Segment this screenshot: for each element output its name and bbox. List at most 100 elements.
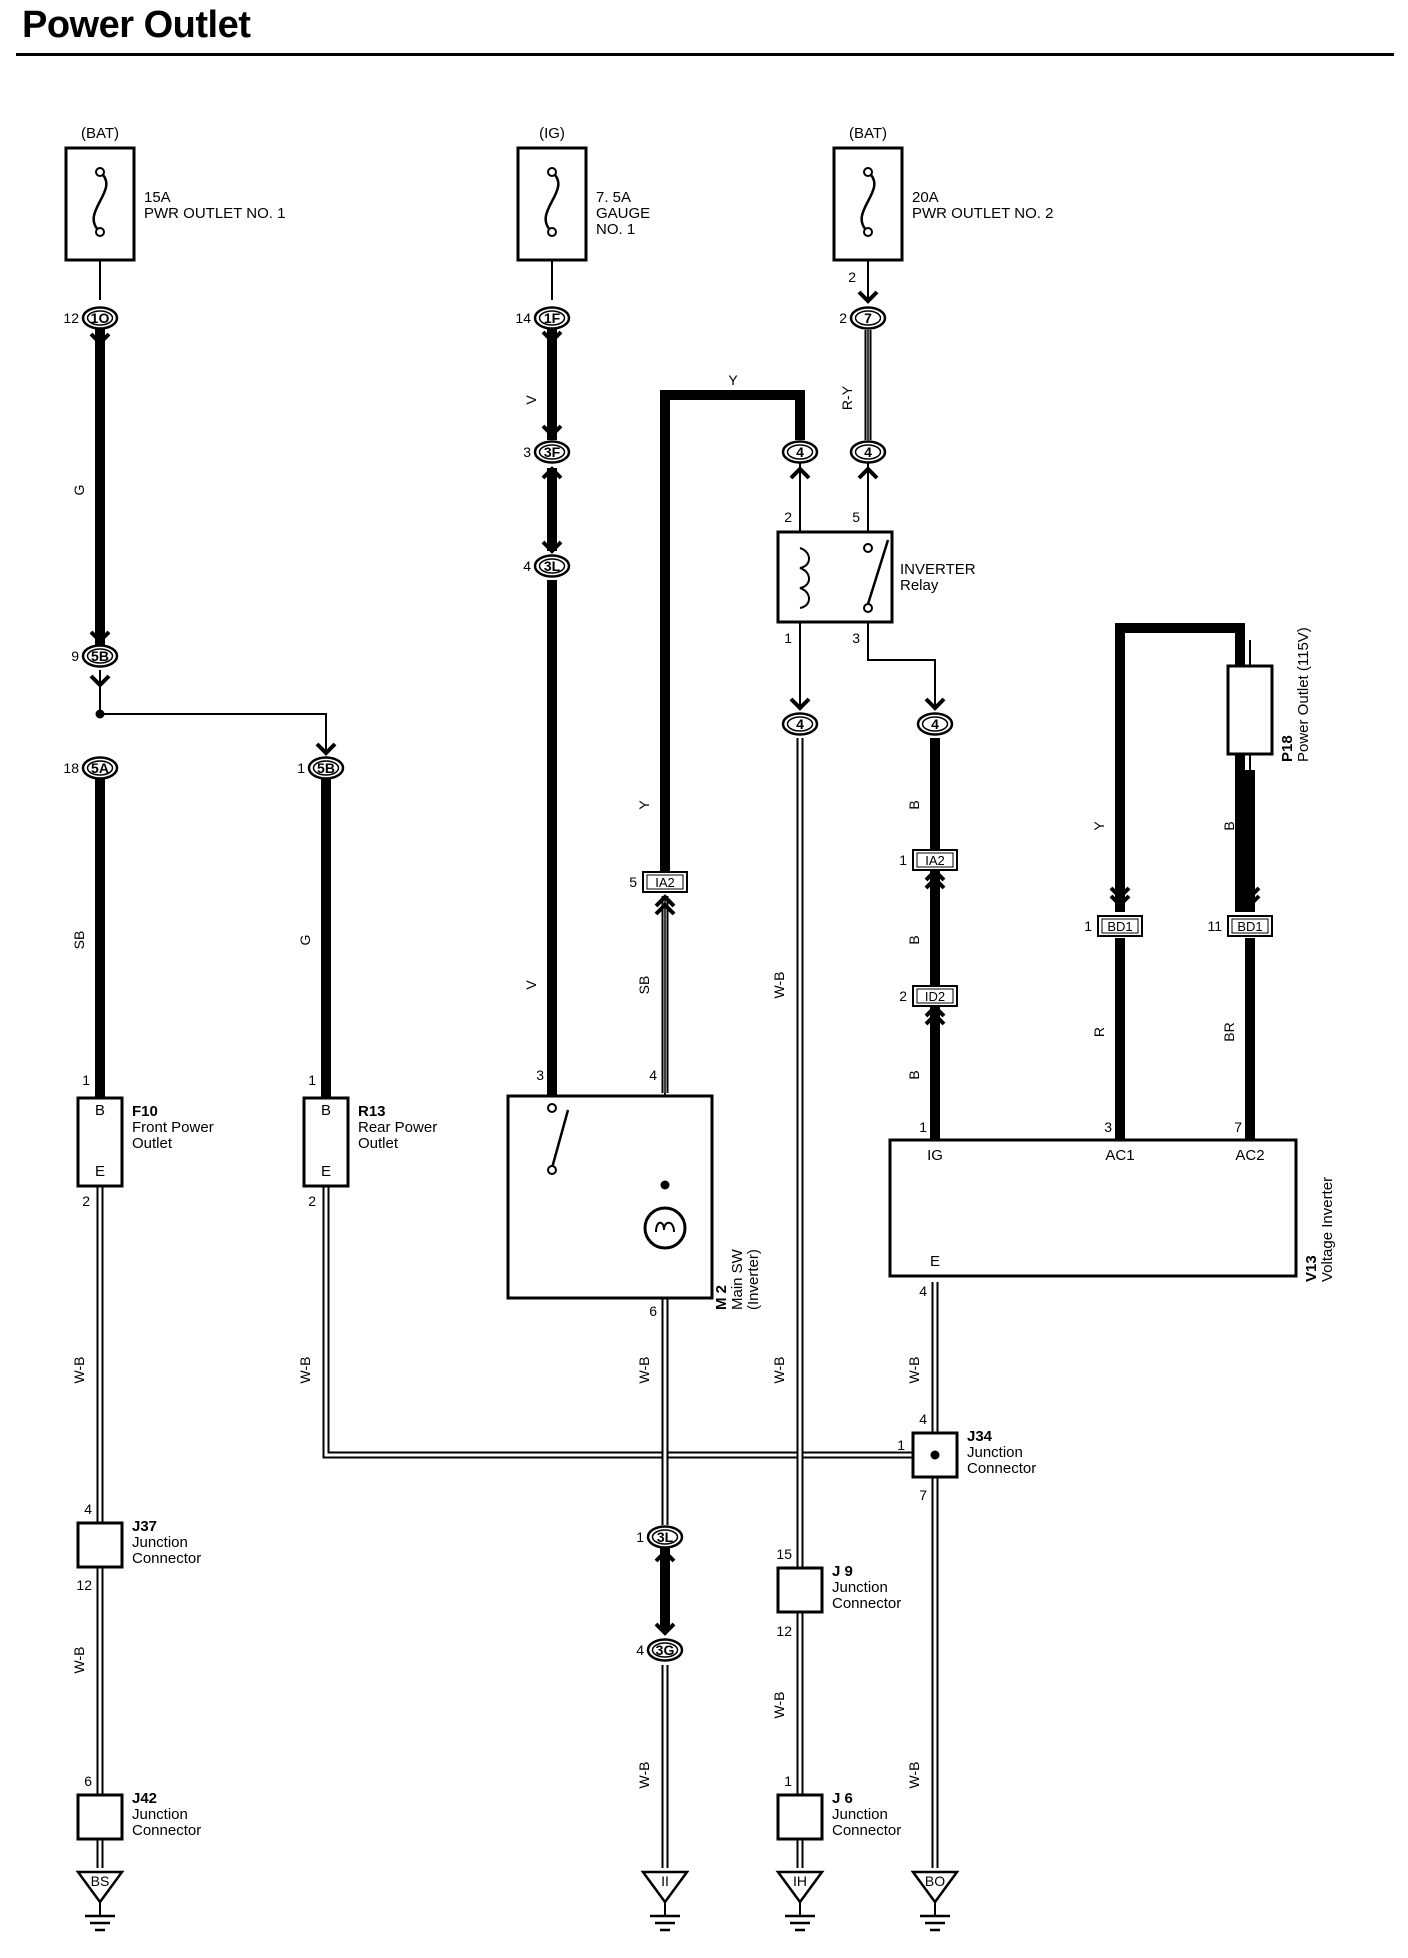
junction-connector-code: J42 bbox=[132, 1790, 157, 1807]
junction-block-id: IA2 bbox=[655, 875, 675, 890]
splice-dot bbox=[930, 1450, 940, 1460]
pin-label: 15 bbox=[776, 1546, 792, 1562]
junction-block-pin: 1 bbox=[899, 852, 907, 868]
wire-color-label: Y bbox=[636, 800, 652, 810]
connector-oval-inner bbox=[786, 716, 814, 732]
fuse-name: NO. 1 bbox=[596, 221, 635, 238]
wire-color-label: W-B bbox=[906, 1762, 922, 1789]
component-code: F10 bbox=[132, 1103, 158, 1120]
fuse-icon bbox=[860, 171, 876, 233]
chevron-icon bbox=[541, 424, 563, 438]
fuse-rating: 20A bbox=[912, 189, 939, 206]
junction-connector-name: Junction bbox=[832, 1806, 888, 1823]
connector-oval-inner bbox=[651, 1642, 679, 1658]
splice-dot bbox=[95, 709, 105, 719]
connector-oval-inner bbox=[312, 760, 340, 776]
relay-switch-icon bbox=[866, 539, 890, 605]
junction-block bbox=[1097, 915, 1143, 937]
junction-connector-name: Junction bbox=[967, 1444, 1023, 1461]
relay-contact bbox=[863, 603, 873, 613]
wire-thin bbox=[100, 713, 327, 752]
junction-block-pin: 1 bbox=[1084, 918, 1092, 934]
junction-block-inner bbox=[646, 874, 684, 890]
wire-color-label: B bbox=[906, 800, 922, 809]
ground-id: BS bbox=[91, 1873, 110, 1889]
front-power-outlet bbox=[76, 1096, 124, 1188]
chevron-icon bbox=[89, 630, 111, 644]
wire-thin bbox=[867, 618, 936, 710]
chevron-icon bbox=[654, 1622, 676, 1636]
junction-connector-name: Junction bbox=[832, 1579, 888, 1596]
component-name: Main SW bbox=[729, 1248, 746, 1310]
junction-connector-code: J37 bbox=[132, 1518, 157, 1535]
pin-label: 3 bbox=[536, 1067, 544, 1083]
pin-label: 1 bbox=[784, 1773, 792, 1789]
splice-dot bbox=[660, 1180, 670, 1190]
wire-color-label: SB bbox=[636, 976, 652, 995]
chevron-icon bbox=[1109, 886, 1131, 900]
chevron-icon bbox=[315, 742, 337, 756]
pin-label: 2 bbox=[1234, 643, 1242, 659]
wire-color-label: B bbox=[1221, 821, 1237, 830]
lamp-filament-icon bbox=[655, 1221, 675, 1233]
wire-color-label: W-B bbox=[71, 1357, 87, 1384]
component-code: R13 bbox=[358, 1103, 386, 1120]
connector-id: 3L bbox=[544, 558, 561, 574]
connector-id: 5B bbox=[317, 760, 335, 776]
connector-id: 4 bbox=[796, 716, 804, 732]
pin-label: 12 bbox=[76, 1577, 92, 1593]
junction-connector-code: J34 bbox=[967, 1428, 993, 1445]
chevron-icon bbox=[789, 697, 811, 711]
fuse-terminal bbox=[95, 167, 105, 177]
junction-block bbox=[642, 871, 688, 893]
connector-id: 5A bbox=[91, 760, 109, 776]
pin-label: 6 bbox=[649, 1303, 657, 1319]
chevron-icon bbox=[924, 1012, 946, 1026]
ground-ih bbox=[775, 1870, 825, 1905]
relay-pin: 2 bbox=[784, 509, 792, 525]
relay-name: Relay bbox=[900, 577, 939, 594]
pin-label: 4 bbox=[919, 1411, 927, 1427]
ground-ii bbox=[640, 1870, 690, 1905]
relay-pin: 1 bbox=[784, 630, 792, 646]
connector-id: 5B bbox=[91, 648, 109, 664]
component-name: Rear Power bbox=[358, 1119, 437, 1136]
power-outlet-115v bbox=[1226, 664, 1274, 756]
fuse-terminal bbox=[547, 167, 557, 177]
junction-connector-name: Connector bbox=[132, 1550, 201, 1567]
fuse-terminal bbox=[863, 167, 873, 177]
pin-label: 1 bbox=[897, 1437, 905, 1453]
pin-label: 4 bbox=[649, 1067, 657, 1083]
wire-ground-fill bbox=[324, 1185, 930, 1457]
connector-id: 3L bbox=[657, 1529, 674, 1545]
pin-label: 1 bbox=[308, 1072, 316, 1088]
fuse-icon bbox=[544, 171, 560, 233]
junction-block-inner bbox=[1101, 918, 1139, 934]
connector-id: 4 bbox=[864, 444, 872, 460]
junction-block-inner bbox=[916, 852, 954, 868]
junction-block bbox=[912, 849, 958, 871]
pin-label: 4 bbox=[84, 1501, 92, 1517]
fuse-terminal bbox=[863, 227, 873, 237]
wire-color-label: B bbox=[906, 1070, 922, 1079]
wire-color-label: W-B bbox=[771, 972, 787, 999]
junction-block-id: BD1 bbox=[1237, 919, 1262, 934]
fuse-source: (BAT) bbox=[849, 125, 887, 142]
connector-id: 4 bbox=[796, 444, 804, 460]
title-rule bbox=[16, 53, 1394, 56]
ground-bo bbox=[910, 1870, 960, 1905]
wire-color-label: W-B bbox=[906, 1357, 922, 1384]
fuse-name: PWR OUTLET NO. 1 bbox=[144, 205, 285, 222]
fuse-source: (IG) bbox=[539, 125, 565, 142]
junction-block-id: IA2 bbox=[925, 853, 945, 868]
switch-contact bbox=[547, 1165, 557, 1175]
connector-pin: 18 bbox=[63, 760, 79, 776]
junction-block-pin: 11 bbox=[1207, 918, 1222, 934]
connector-pin: 9 bbox=[71, 648, 79, 664]
voltage-inverter bbox=[888, 1138, 1298, 1278]
junction-connector-j6 bbox=[776, 1793, 824, 1841]
connector-oval-inner bbox=[86, 760, 114, 776]
connector-pin: 3 bbox=[523, 444, 531, 460]
junction-block-pin: 5 bbox=[629, 874, 637, 890]
chevron-icon bbox=[1109, 894, 1131, 908]
